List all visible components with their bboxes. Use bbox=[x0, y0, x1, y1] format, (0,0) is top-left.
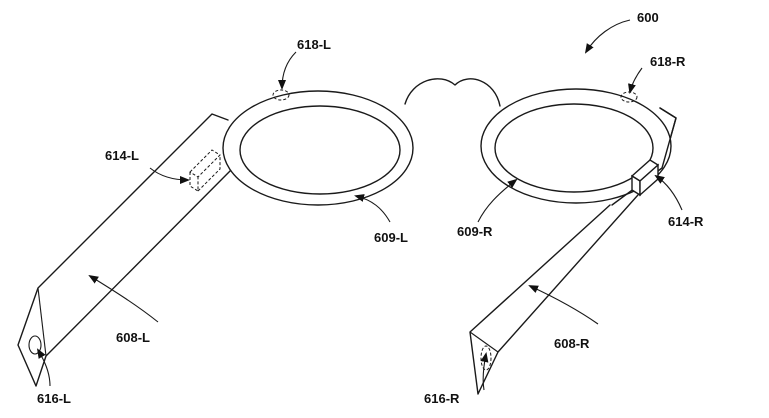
module-left-label: 614-L bbox=[105, 148, 139, 163]
arrow-616-r bbox=[480, 352, 489, 391]
tip-left-icon bbox=[28, 335, 42, 355]
module-left-icon bbox=[189, 149, 221, 192]
arm-left-label: 608-L bbox=[116, 330, 150, 345]
left-temple-arm bbox=[17, 113, 236, 387]
lens-right-label: 609-R bbox=[457, 224, 493, 239]
arrow-600 bbox=[584, 19, 631, 54]
arrow-614-l bbox=[149, 167, 190, 184]
figure-number-label: 600 bbox=[637, 10, 659, 25]
left-frame bbox=[222, 90, 414, 206]
arrow-609-r bbox=[477, 178, 518, 223]
arm-right-label: 608-R bbox=[554, 336, 590, 351]
arrow-609-l bbox=[354, 194, 391, 223]
sensor-left-icon bbox=[272, 89, 290, 101]
tip-right-icon bbox=[480, 345, 492, 371]
arrow-618-l bbox=[278, 51, 297, 90]
right-frame bbox=[480, 88, 672, 204]
tip-left-label: 616-L bbox=[37, 391, 71, 406]
arrow-618-r bbox=[628, 67, 643, 94]
bridge bbox=[404, 78, 501, 107]
arrow-608-l bbox=[88, 274, 159, 323]
arrow-608-r bbox=[528, 285, 599, 325]
module-right-label: 614-R bbox=[668, 214, 704, 229]
arrow-614-r bbox=[654, 174, 683, 211]
sensor-left-label: 618-L bbox=[297, 37, 331, 52]
lens-left-label: 609-L bbox=[374, 230, 408, 245]
sensor-right-label: 618-R bbox=[650, 54, 686, 69]
arrow-616-l bbox=[36, 348, 51, 387]
tip-right-label: 616-R bbox=[424, 391, 460, 406]
